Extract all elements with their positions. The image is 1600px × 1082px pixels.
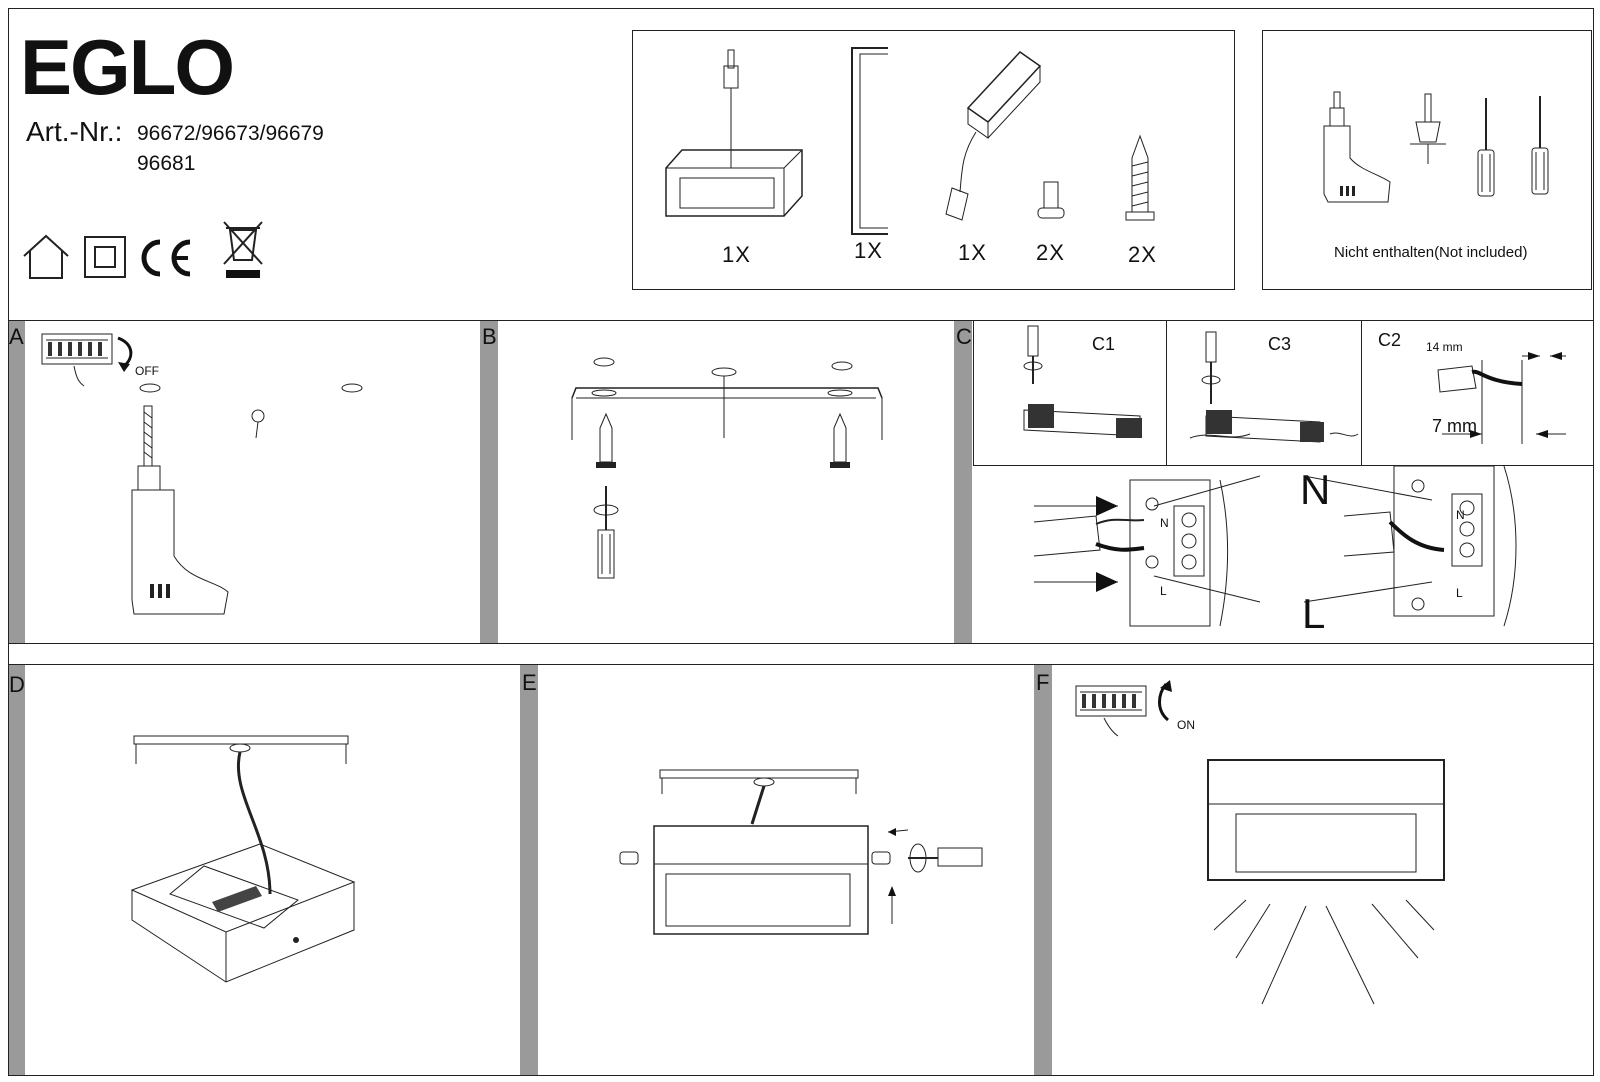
driver-closed-c3 (1190, 330, 1360, 464)
breaker-on-icon (1074, 680, 1172, 740)
strip-length-14: 14 mm (1426, 340, 1463, 354)
strip-length-diagram (1436, 352, 1592, 450)
wiring-frame-d (130, 734, 362, 986)
lamp-on-f (1206, 758, 1450, 1008)
article-label: Art.-Nr.: (26, 116, 123, 147)
weee-bin-icon (222, 220, 264, 278)
breaker-off-icon (34, 330, 144, 390)
qty-caps: 2X (1036, 240, 1065, 265)
ceiling-holes (138, 382, 378, 442)
qty-driver: 1X (958, 240, 987, 265)
panel-fix-e (618, 764, 988, 942)
terminal-l-left: L (1160, 584, 1167, 598)
mounting-bracket-item (848, 44, 892, 240)
screw-cap-item (1034, 178, 1070, 224)
step-letter-d: D (9, 672, 25, 697)
row1-border (8, 320, 1594, 644)
row2-border (8, 664, 1594, 1076)
stripe-c (954, 321, 972, 643)
phillips-screwdriver-icon (1528, 94, 1552, 200)
driver-open-c1 (1020, 324, 1142, 438)
neutral-label: N (1300, 466, 1331, 513)
switch-on-label: ON (1177, 718, 1195, 732)
terminal-l-right: L (1456, 586, 1463, 600)
light-panel-item (664, 46, 804, 236)
terminal-diagram (1034, 466, 1592, 640)
drill-step-a (130, 404, 242, 618)
flat-screwdriver-icon (1474, 96, 1498, 202)
step-letter-b: B (482, 324, 497, 349)
live-label: L (1302, 590, 1326, 637)
driver-item (932, 44, 1052, 228)
stripe-e (520, 665, 538, 1075)
step-letter-c: C (956, 324, 972, 349)
wall-plug-icon (1408, 92, 1448, 168)
bracket-mounting (570, 358, 890, 598)
wood-screw-item (1122, 132, 1158, 228)
qty-bracket: 1X (854, 238, 883, 263)
terminal-n-right: N (1456, 508, 1465, 522)
stripe-f (1034, 665, 1052, 1075)
stripe-d (9, 665, 25, 1075)
substep-c3-label: C3 (1268, 334, 1292, 354)
step-letter-f: F (1036, 670, 1050, 695)
stripe-a (9, 321, 25, 643)
tools-box (1262, 30, 1592, 290)
step-letter-e: E (522, 670, 537, 695)
switch-off-label: OFF (135, 364, 159, 378)
qty-panel: 1X (722, 242, 751, 267)
contents-box (632, 30, 1235, 290)
brand-logo: EGLO (20, 23, 235, 111)
terminal-n-left: N (1160, 516, 1169, 530)
not-included-note: Nicht enthalten(Not included) (1334, 244, 1528, 261)
drill-icon (1320, 90, 1392, 210)
class-ii-icon (84, 236, 126, 278)
ce-mark (136, 238, 194, 278)
qty-screws: 2X (1128, 242, 1157, 267)
c-lower-divider (973, 465, 1594, 466)
strip-length-7: 7 mm (1432, 416, 1477, 436)
substep-c1-label: C1 (1092, 334, 1116, 354)
house-icon (22, 234, 70, 280)
stripe-b (480, 321, 498, 643)
article-numbers-2: 96681 (137, 152, 196, 175)
article-numbers: 96672/96673/96679 (137, 122, 324, 145)
step-letter-a: A (9, 324, 24, 349)
substep-c2-label: C2 (1378, 330, 1402, 350)
